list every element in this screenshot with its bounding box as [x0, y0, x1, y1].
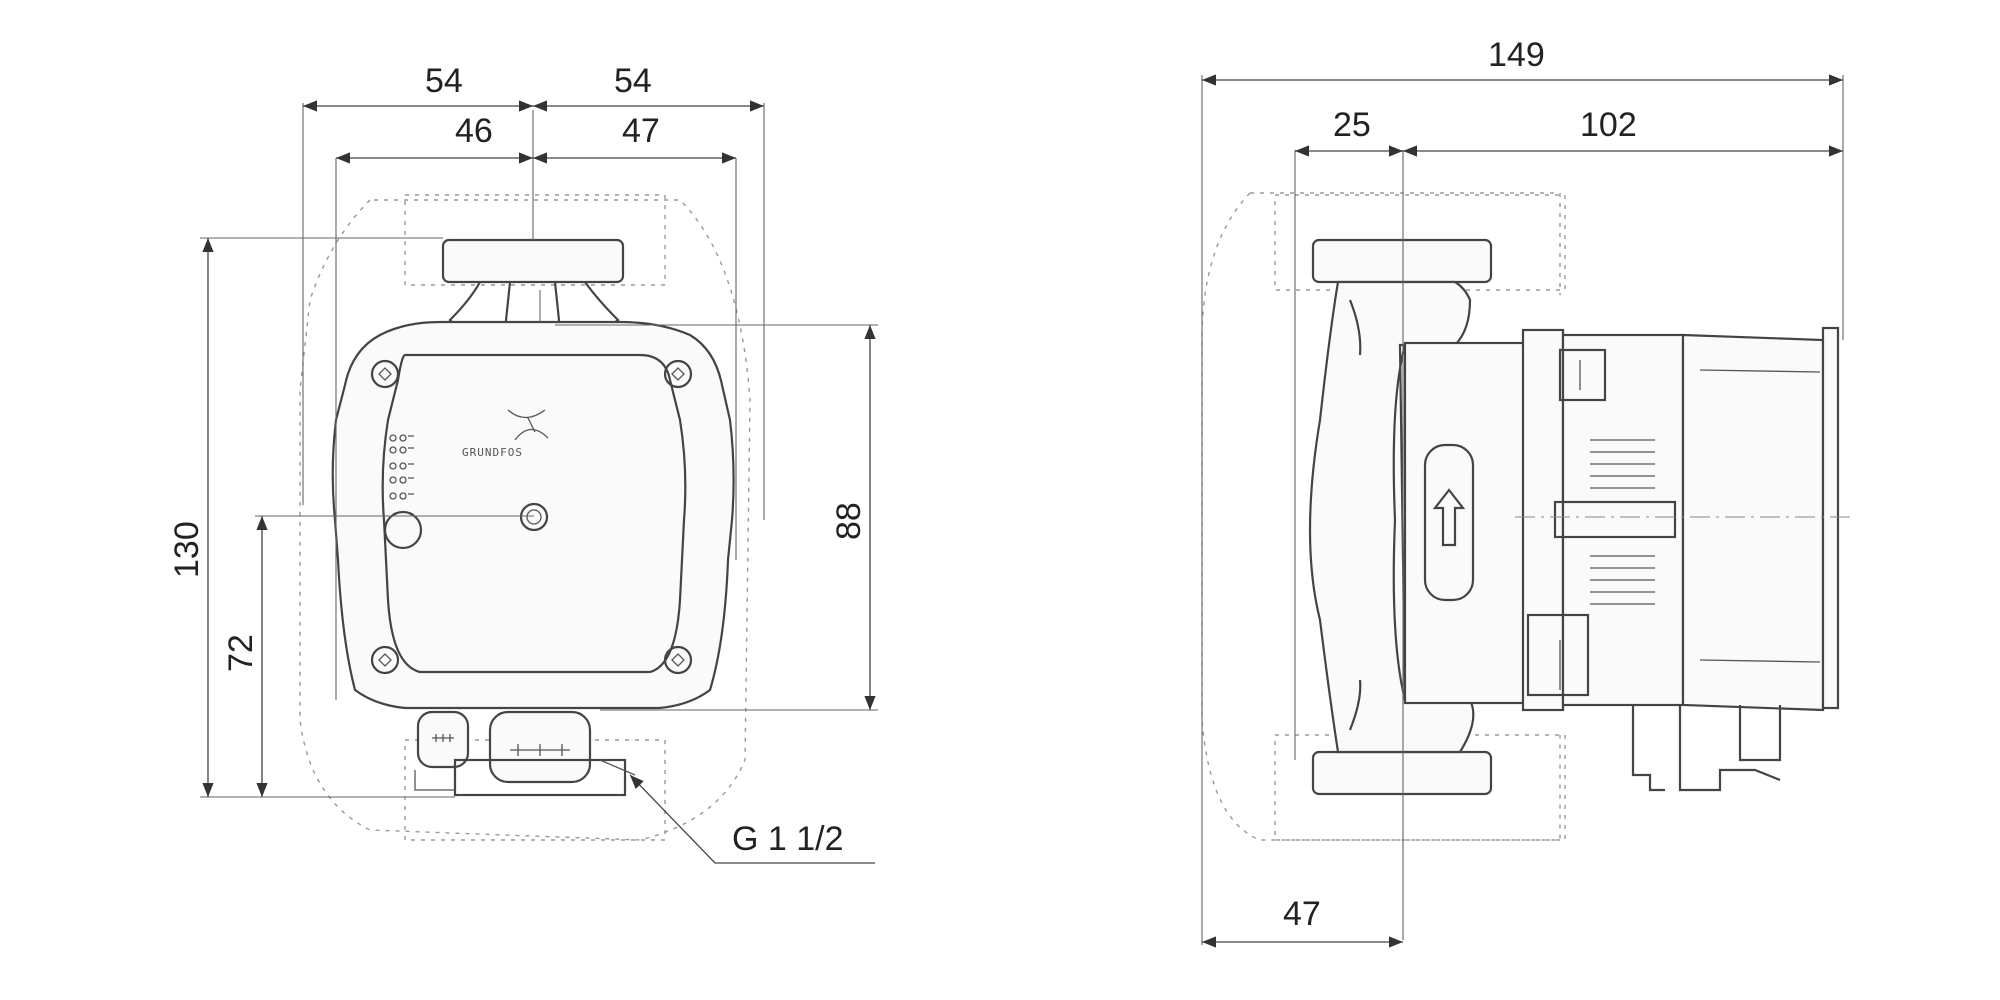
side-bottom-flange — [1311, 750, 1493, 796]
front-control-box — [331, 320, 735, 710]
dim-front-inner-right: 47 — [622, 112, 660, 150]
front-bottom-flange — [453, 758, 627, 797]
front-hidden-outline — [299, 199, 751, 841]
side-view: 149 25 102 47 — [1201, 36, 1855, 948]
flow-direction-indicator — [1423, 443, 1475, 602]
vent-plug — [383, 510, 423, 550]
mode-button — [519, 502, 549, 532]
brand-label: GRUNDFOS — [462, 446, 523, 459]
front-view: GRUNDFOS — [168, 62, 878, 864]
dim-front-head-height: 88 — [830, 502, 868, 540]
thread-leader-line — [629, 774, 875, 864]
front-inner-panel — [381, 353, 687, 674]
front-screw-top-left — [370, 359, 400, 389]
dim-front-inner-left: 46 — [455, 112, 493, 150]
side-control-lid — [1821, 326, 1840, 710]
side-control-box — [1681, 333, 1825, 712]
side-hidden-flange-bottom — [1274, 734, 1566, 841]
side-top-flange — [1311, 238, 1493, 284]
side-motor-flange — [1403, 341, 1527, 705]
dim-front-total-left: 54 — [425, 62, 463, 100]
dim-side-left-part: 25 — [1333, 106, 1371, 144]
side-hidden-outline — [1201, 192, 1561, 841]
side-pump-housing — [1308, 280, 1475, 754]
side-stator-plate — [1521, 328, 1565, 712]
up-arrow-icon — [1432, 488, 1466, 547]
side-terminal-top — [1558, 348, 1607, 402]
dim-side-total-width: 149 — [1488, 36, 1545, 74]
front-screw-bottom-left — [370, 645, 400, 675]
dim-front-height: 130 — [168, 521, 206, 578]
led-indicator-column — [389, 434, 414, 500]
front-screw-top-right — [663, 359, 693, 389]
front-hidden-flange-top — [404, 194, 666, 286]
side-stator-body — [1561, 333, 1685, 707]
side-terminal-bottom — [1526, 613, 1590, 697]
front-neck — [448, 281, 620, 331]
dim-front-axis-height: 72 — [222, 634, 260, 672]
cooling-fins — [1553, 439, 1677, 605]
side-connector-plugs — [1631, 705, 1782, 792]
dim-side-bottom: 47 — [1283, 895, 1321, 933]
front-top-flange — [441, 238, 625, 284]
dim-side-right-part: 102 — [1580, 106, 1637, 144]
dim-front-total-right: 54 — [614, 62, 652, 100]
brand-logo-icon — [507, 409, 549, 441]
front-screw-bottom-right — [663, 645, 693, 675]
thread-size-label: G 1 1/2 — [732, 820, 844, 858]
